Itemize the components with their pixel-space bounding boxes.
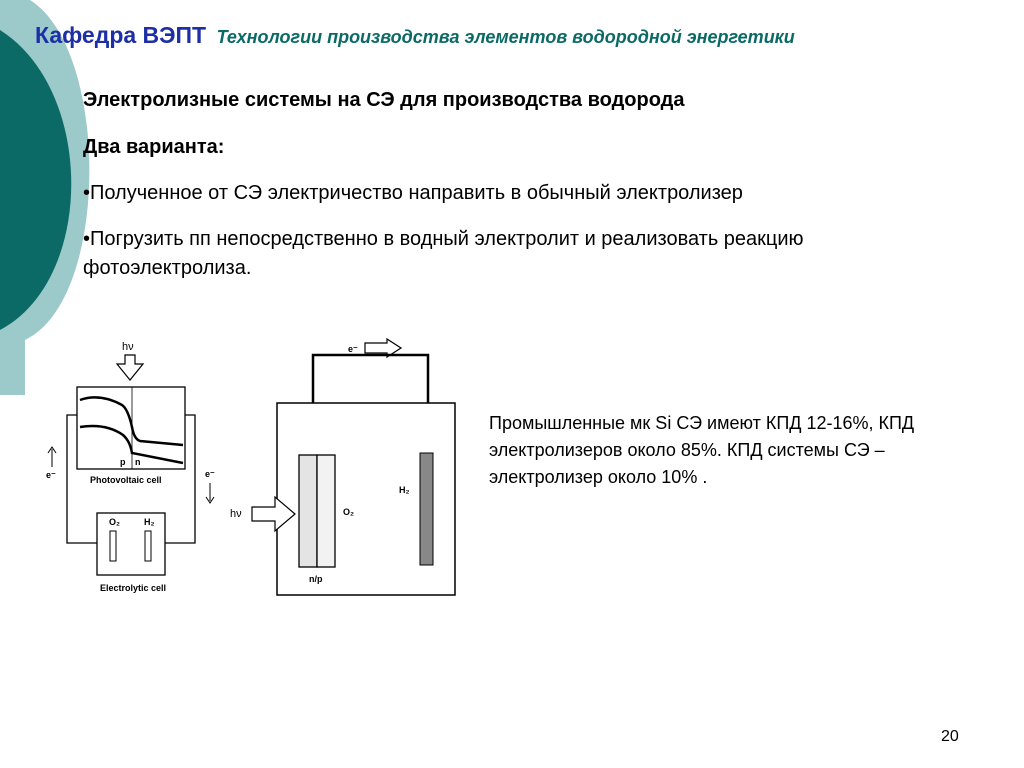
semiconductor-n-layer bbox=[298, 454, 318, 568]
slide-header: Кафедра ВЭПТ Технологии производства эле… bbox=[35, 22, 795, 49]
counter-electrode bbox=[419, 452, 434, 566]
n-label: n bbox=[135, 457, 141, 467]
electron-left-label: e⁻ bbox=[46, 470, 56, 480]
hv-label: hν bbox=[122, 341, 134, 353]
band-curve-top bbox=[79, 396, 184, 447]
h2-label-right: H₂ bbox=[399, 485, 410, 495]
electron-arrow-down bbox=[205, 483, 215, 504]
o2-label-right: O₂ bbox=[343, 507, 354, 517]
h2-label: H₂ bbox=[144, 517, 155, 527]
electrolytic-cell-caption: Electrolytic cell bbox=[100, 583, 166, 593]
electron-right-label: e⁻ bbox=[205, 469, 215, 479]
band-curve-bottom bbox=[79, 424, 184, 465]
page-number: 20 bbox=[941, 728, 959, 745]
decorative-corner-shape bbox=[0, 0, 90, 395]
pv-electrolyzer-diagram: hν p n e⁻ e⁻ Photovoltaic cell O₂ H₂ Ele… bbox=[46, 341, 215, 593]
electrolytic-cell-box bbox=[96, 512, 166, 576]
electron-arrow-up bbox=[47, 446, 57, 467]
efficiency-note: Промышленные мк Si СЭ имеют КПД 12-16%, … bbox=[489, 413, 915, 487]
slide-subtitle: Два варианта: bbox=[83, 136, 225, 158]
electron-flow-arrow bbox=[364, 337, 403, 359]
bullet-item-2: •Погрузить пп непосредственно в водный э… bbox=[83, 228, 804, 279]
hv-label-right: hν bbox=[230, 508, 242, 520]
light-arrow bbox=[115, 354, 145, 381]
electron-label: e⁻ bbox=[348, 344, 358, 354]
wire-left bbox=[66, 414, 97, 544]
o2-label: O₂ bbox=[109, 517, 120, 527]
photoelectrolysis-diagram: e⁻ hν O₂ H₂ n/p bbox=[230, 337, 456, 596]
semiconductor-p-layer bbox=[316, 454, 336, 568]
electrode-right bbox=[144, 530, 152, 562]
p-label: p bbox=[120, 457, 126, 467]
light-arrow-right bbox=[251, 495, 296, 533]
slide-title: Электролизные системы на СЭ для производ… bbox=[83, 89, 685, 111]
pv-cell-caption: Photovoltaic cell bbox=[90, 475, 162, 485]
electrode-left bbox=[109, 530, 117, 562]
wire-right bbox=[165, 414, 196, 544]
course-title: Технологии производства элементов водоро… bbox=[216, 27, 795, 47]
bullet-item-1: •Полученное от СЭ электричество направит… bbox=[83, 182, 743, 204]
np-label: n/p bbox=[309, 574, 323, 584]
department-name: Кафедра ВЭПТ bbox=[35, 22, 207, 48]
